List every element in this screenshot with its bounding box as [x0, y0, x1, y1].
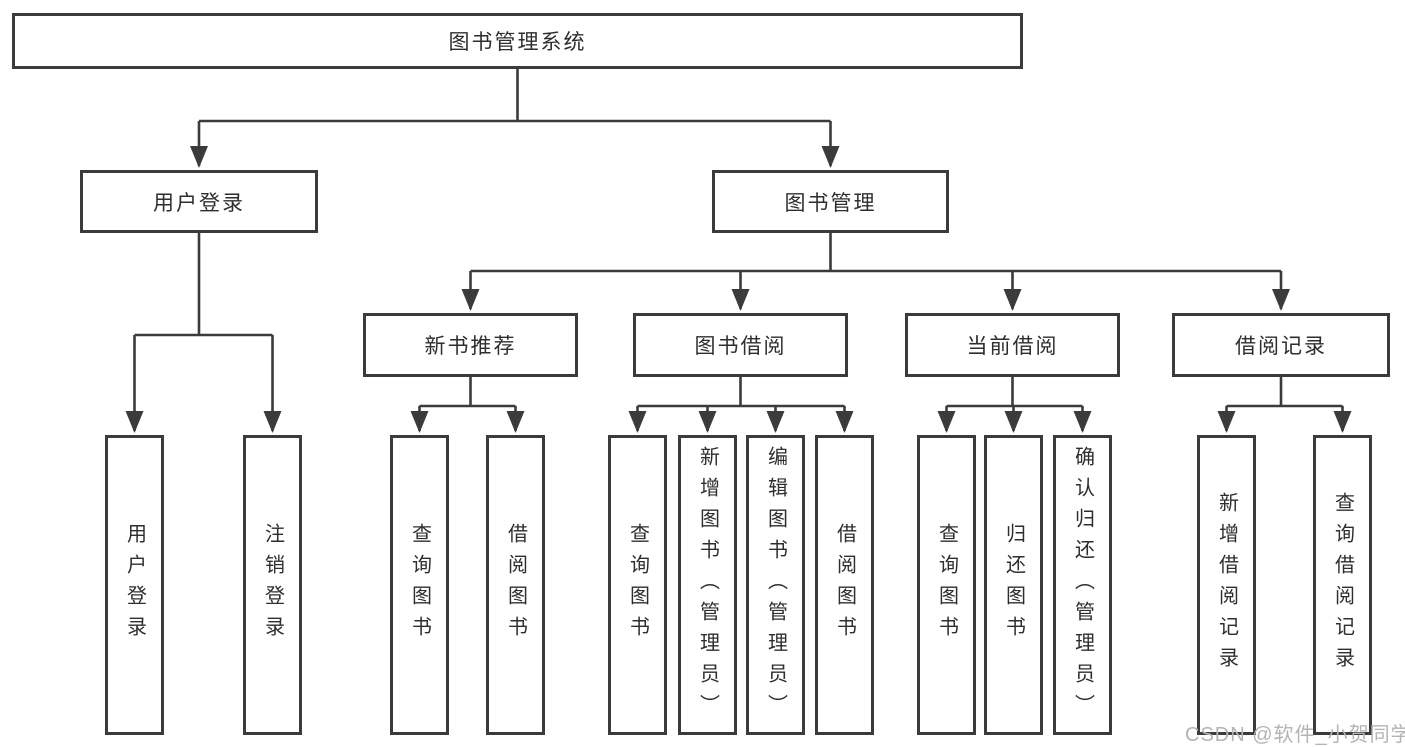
node-book-borrowing: 图书借阅: [633, 313, 848, 377]
leaf-logout: 注销登录: [243, 435, 302, 735]
leaf-confirm-return-admin: 确认归还（管理员）: [1053, 435, 1112, 735]
node-book-management: 图书管理: [712, 170, 949, 233]
leaf-borrow-books-1-label: 借阅图书: [504, 523, 527, 647]
node-new-book-recommend: 新书推荐: [363, 313, 578, 377]
node-user-login: 用户登录: [80, 170, 318, 233]
node-current-borrowing: 当前借阅: [905, 313, 1120, 377]
leaf-query-books-2-label: 查询图书: [626, 523, 649, 647]
leaf-confirm-return-admin-label: 确认归还（管理员）: [1071, 445, 1094, 725]
leaf-query-borrow-record-label: 查询借阅记录: [1331, 492, 1354, 678]
node-borrowing-records: 借阅记录: [1172, 313, 1390, 377]
leaf-logout-label: 注销登录: [261, 523, 284, 647]
csdn-watermark: CSDN @软件_小贺同学: [1185, 724, 1405, 746]
leaf-add-books-admin-label: 新增图书（管理员）: [696, 445, 719, 725]
leaf-add-books-admin: 新增图书（管理员）: [678, 435, 737, 735]
node-library-system: 图书管理系统: [12, 13, 1023, 69]
leaf-return-books: 归还图书: [984, 435, 1043, 735]
leaf-add-borrow-record-label: 新增借阅记录: [1215, 492, 1238, 678]
leaf-query-books-1: 查询图书: [390, 435, 449, 735]
leaf-borrow-books-1: 借阅图书: [486, 435, 545, 735]
leaf-user-login-label: 用户登录: [123, 523, 146, 647]
leaf-query-books-1-label: 查询图书: [408, 523, 431, 647]
leaf-user-login: 用户登录: [105, 435, 164, 735]
leaf-query-books-3-label: 查询图书: [935, 523, 958, 647]
leaf-edit-books-admin-label: 编辑图书（管理员）: [764, 445, 787, 725]
leaf-add-borrow-record: 新增借阅记录: [1197, 435, 1256, 735]
leaf-query-borrow-record: 查询借阅记录: [1313, 435, 1372, 735]
leaf-return-books-label: 归还图书: [1002, 523, 1025, 647]
leaf-query-books-3: 查询图书: [917, 435, 976, 735]
leaf-edit-books-admin: 编辑图书（管理员）: [746, 435, 805, 735]
leaf-borrow-books-2: 借阅图书: [815, 435, 874, 735]
leaf-query-books-2: 查询图书: [608, 435, 667, 735]
leaf-borrow-books-2-label: 借阅图书: [833, 523, 856, 647]
